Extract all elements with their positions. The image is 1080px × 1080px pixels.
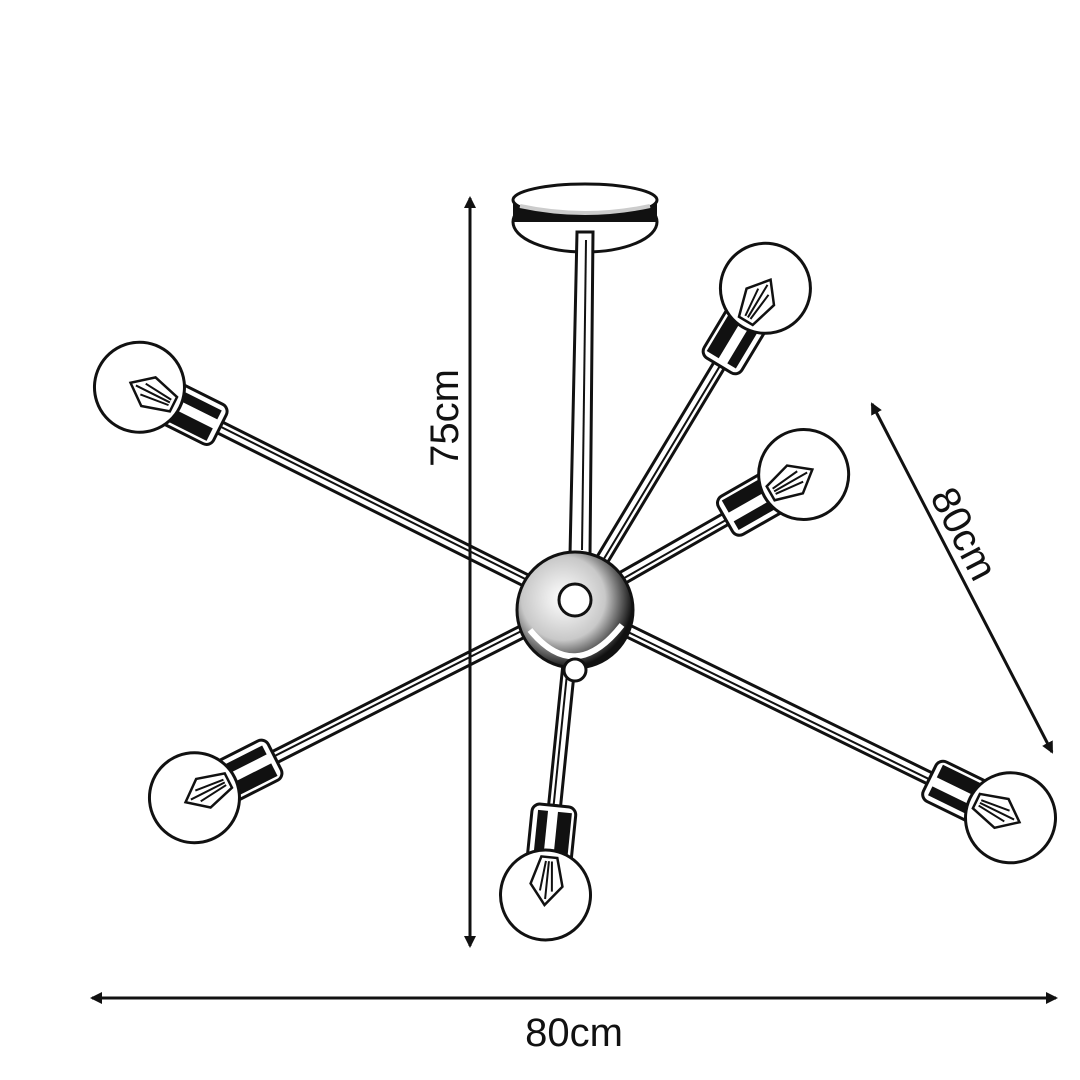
arm-6 (147, 615, 545, 845)
down-rod (568, 230, 595, 557)
arms (92, 241, 1058, 942)
arm-rod (606, 615, 935, 786)
arm-rod (215, 420, 544, 595)
arm-2 (606, 615, 1058, 865)
height-dimension: 75cm (423, 196, 476, 948)
diagonal-label: 80cm (922, 480, 1006, 587)
arm-1 (92, 340, 544, 595)
arm-5 (604, 427, 851, 593)
arm-3 (588, 241, 812, 576)
ceiling-canopy (511, 182, 659, 254)
width-dimension: 80cm (90, 992, 1058, 1055)
height-label: 75cm (423, 369, 467, 467)
width-label: 80cm (525, 1011, 623, 1055)
diagonal-dimension: 80cm (870, 402, 1054, 754)
arm-4 (499, 642, 593, 942)
central-hub (515, 550, 635, 683)
